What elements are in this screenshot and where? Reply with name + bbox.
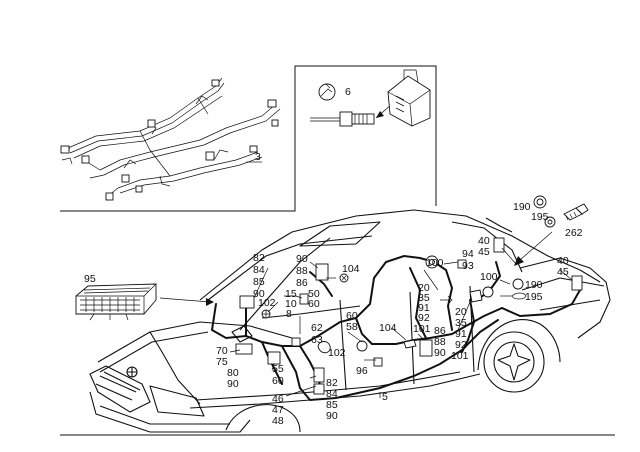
callout-45-roof: 45: [478, 246, 490, 258]
callout-190-top: 190: [513, 201, 531, 213]
callout-90-bottom: 90: [326, 410, 338, 422]
callout-70: 70: [216, 345, 228, 357]
callout-15: 15: [285, 288, 297, 300]
callout-86-door: 86: [434, 325, 446, 337]
callout-10: 10: [285, 298, 297, 310]
callout-35-right: 35: [455, 317, 467, 329]
callout-101-left: 101: [413, 323, 431, 335]
callout-90-lower: 90: [227, 378, 239, 390]
callout-104-roof: 104: [342, 263, 360, 275]
callout-60-upper: 60: [308, 298, 320, 310]
callout-60-mid: 60: [346, 310, 358, 322]
repair-connector-illustration: [310, 69, 431, 127]
callout-60-lower: 60: [272, 375, 284, 387]
callout-40-roof: 40: [478, 235, 490, 247]
car-wiring-harness: [210, 254, 581, 402]
inset-frames: [60, 65, 437, 212]
callout-195-trunk: 195: [525, 291, 543, 303]
callout-75: 75: [216, 356, 228, 368]
callout-195-top: 195: [531, 211, 549, 223]
callout-96: 96: [356, 365, 368, 377]
callout-50: 50: [308, 288, 320, 300]
callout-84-upper: 84: [253, 264, 265, 276]
callout-80: 80: [227, 367, 239, 379]
leader-lines: [229, 247, 573, 398]
callout-48: 48: [272, 415, 284, 427]
car-components: [235, 237, 583, 395]
loose-grommets-and-sensor: [514, 195, 589, 266]
callout-93: 93: [462, 260, 474, 272]
callout-90-upper: 90: [253, 288, 265, 300]
fuse-box: [75, 283, 214, 321]
main-harness-illustration: [60, 77, 281, 201]
callout-90-door: 90: [434, 347, 446, 359]
callout-104-door: 104: [379, 322, 397, 334]
callout-90-console: 90: [296, 253, 308, 265]
callout-84-lower: 84: [326, 388, 338, 400]
callout-100-left: 100: [426, 257, 444, 269]
callout-82-upper: 82: [253, 252, 265, 264]
callout-35-left: 35: [418, 292, 430, 304]
callout-63: 63: [311, 334, 323, 346]
callout-40-trunk: 40: [557, 255, 569, 267]
callout-58: 58: [346, 321, 358, 333]
callout-85-lower: 85: [326, 399, 338, 411]
callout-101-right: 101: [451, 350, 469, 362]
callout-47: 47: [272, 404, 284, 416]
callout-8: 8: [286, 308, 292, 320]
callout-5: 5: [382, 391, 388, 403]
callout-102-mid: 102: [328, 347, 346, 359]
callout-85-upper: 85: [253, 276, 265, 288]
callout-95: 95: [84, 273, 96, 285]
callout-88-door: 88: [434, 336, 446, 348]
callout-45-trunk: 45: [557, 266, 569, 278]
callout-82-lower: 82: [326, 377, 338, 389]
callout-numbers: 190 195 262 40 45 40 45 100 100 190 195 …: [216, 201, 583, 427]
callout-3: 3: [255, 151, 261, 163]
callout-190-trunk: 190: [525, 279, 543, 291]
callout-62: 62: [311, 322, 323, 334]
callout-86-console: 86: [296, 277, 308, 289]
callout-20-left: 20: [418, 282, 430, 294]
callout-91-right: 91: [455, 328, 467, 340]
callout-262: 262: [565, 227, 583, 239]
car-body: [89, 209, 611, 433]
callout-6: 6: [345, 86, 351, 98]
callout-91-left: 91: [418, 302, 430, 314]
callout-94: 94: [462, 248, 474, 260]
callout-46: 46: [272, 393, 284, 405]
callout-55: 55: [272, 363, 284, 375]
callout-102-left: 102: [258, 297, 276, 309]
callout-100-right: 100: [480, 271, 498, 283]
callout-88-console: 88: [296, 265, 308, 277]
callout-20-right: 20: [455, 306, 467, 318]
callout-92-left: 92: [418, 312, 430, 324]
callout-92-right: 92: [455, 339, 467, 351]
